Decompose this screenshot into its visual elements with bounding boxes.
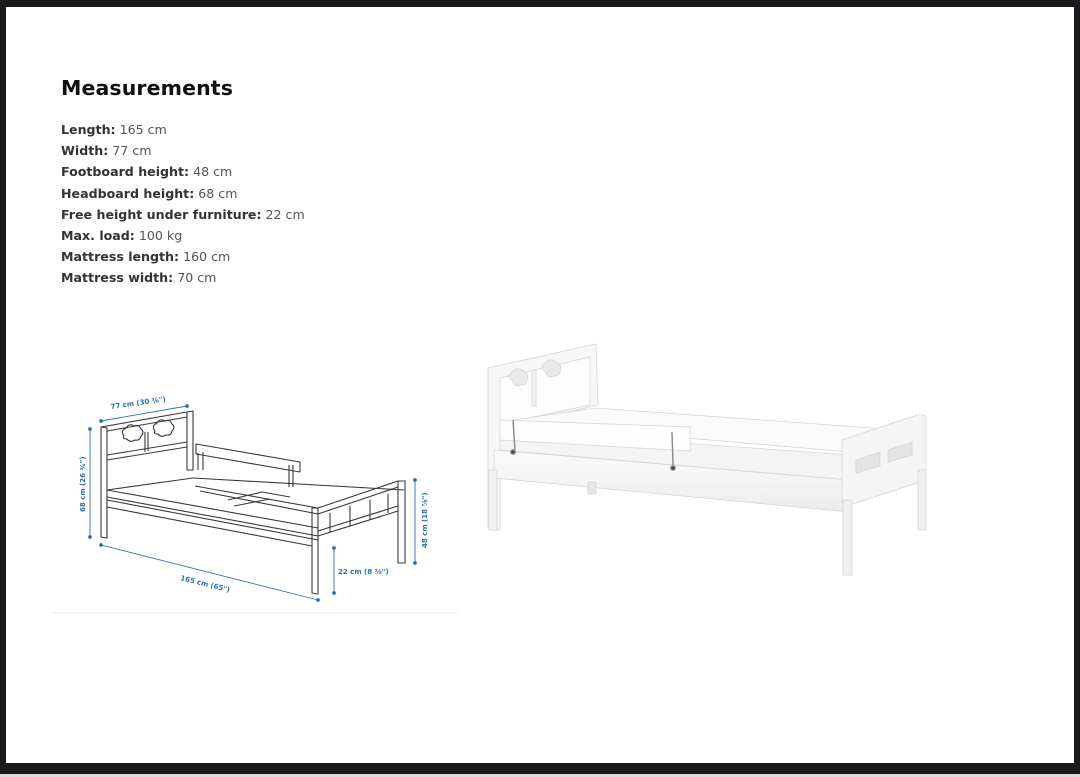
headboard-dimension-label: 68 cm (26 ¾") xyxy=(79,456,87,512)
measurements-list: Length: 165 cm Width: 77 cm Footboard he… xyxy=(61,119,305,289)
footboard-dimension-label: 48 cm (18 ⅞") xyxy=(421,492,429,548)
spec-free-height: Free height under furniture: 22 cm xyxy=(61,206,305,222)
spec-footboard-height: Footboard height: 48 cm xyxy=(61,164,233,180)
spec-max-load: Max. load: 100 kg xyxy=(61,228,183,244)
page-title: Measurements xyxy=(61,76,234,100)
spec-mattress-length: Mattress length: 160 cm xyxy=(61,249,231,265)
spec-mattress-width: Mattress width: 70 cm xyxy=(61,270,217,286)
spec-length: Length: 165 cm xyxy=(61,122,167,137)
width-dimension-label: 77 cm (30 ⅜") xyxy=(110,395,166,411)
spec-headboard-height: Headboard height: 68 cm xyxy=(61,185,238,201)
spec-width: Width: 77 cm xyxy=(61,143,152,159)
bed-dimension-diagram: 77 cm (30 ⅜") 68 cm (26 ¾") 165 cm (65")… xyxy=(52,395,458,614)
window-bottom-edge xyxy=(0,774,1080,777)
clearance-dimension-label: 22 cm (8 ⅝") xyxy=(338,568,389,576)
bed-product-photo xyxy=(487,343,927,576)
length-dimension-label: 165 cm (65") xyxy=(180,574,231,594)
